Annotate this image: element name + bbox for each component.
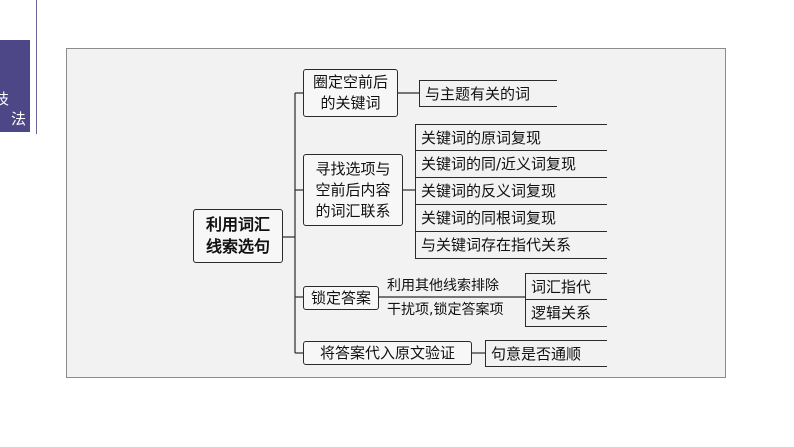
- side-tab-char-1: 技: [0, 90, 10, 108]
- section-side-tab: 技 法: [0, 40, 30, 132]
- leaf-sentence-coherent: 句意是否通顺: [485, 340, 607, 367]
- branch-node-lock-answer: 锁定答案: [303, 286, 379, 310]
- root-node: 利用词汇 线索选句: [193, 209, 283, 263]
- mind-map-panel: 利用词汇 线索选句 圈定空前后 的关键词 寻找选项与 空前后内容 的词汇联系 锁…: [66, 48, 726, 378]
- connector-lines: [283, 92, 525, 354]
- leaf-reference-relation: 与关键词存在指代关系: [415, 232, 607, 259]
- branch-node-circle-keywords: 圈定空前后 的关键词: [303, 69, 398, 117]
- leaf-same-root-repeat: 关键词的同根词复现: [415, 205, 607, 232]
- leaf-logical-relation: 逻辑关系: [525, 300, 607, 327]
- branch-node-find-vocab-links: 寻找选项与 空前后内容 的词汇联系: [303, 154, 403, 226]
- lock-answer-note-line-2: 干扰项,锁定答案项: [387, 302, 504, 318]
- leaf-original-word-repeat: 关键词的原词复现: [415, 124, 607, 151]
- leaf-antonym-repeat: 关键词的反义词复现: [415, 178, 607, 205]
- branch-node-verify-answer: 将答案代入原文验证: [303, 341, 472, 365]
- lock-answer-note-line-1: 利用其他线索排除: [387, 278, 499, 294]
- side-divider-line: [36, 0, 37, 134]
- leaf-synonym-repeat: 关键词的同/近义词复现: [415, 151, 607, 178]
- side-tab-char-2: 法: [11, 110, 27, 128]
- leaf-theme-related-words: 与主题有关的词: [419, 80, 557, 107]
- leaf-lexical-reference: 词汇指代: [525, 273, 607, 300]
